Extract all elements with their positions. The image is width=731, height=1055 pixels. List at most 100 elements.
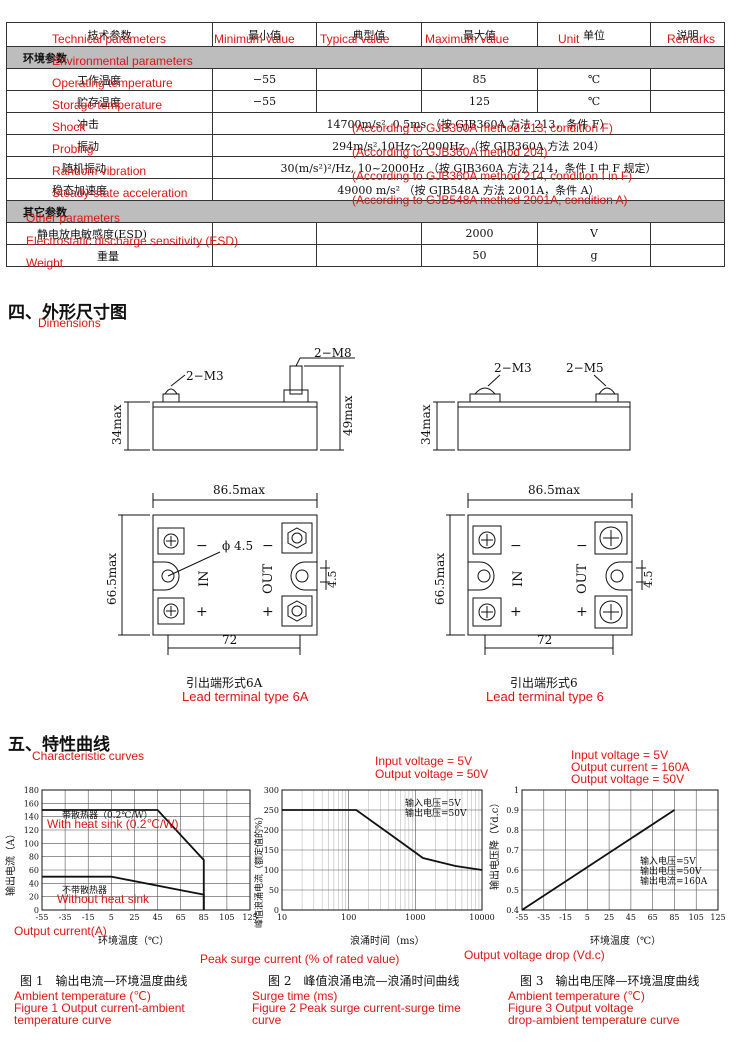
x-tick-label: 105	[219, 913, 234, 922]
series-line	[282, 809, 483, 871]
row-span-value: 49000 m/s² （按 GJB548A 方法 2001A，条件 A）	[212, 178, 725, 201]
x-tick-label: -55	[516, 913, 529, 922]
caption-line: curve	[252, 1013, 282, 1027]
row-max: 50	[421, 244, 538, 267]
fig2-caption: 图 2 峰值浪涌电流—浪涌时间曲线	[268, 974, 460, 988]
cond-line: Output voltage = 50V	[375, 767, 489, 781]
right-width-label: 86.5max	[528, 483, 580, 497]
plot-frame	[521, 789, 719, 911]
fig2-caption-en: Surge time (ms) Figure 2 Peak surge curr…	[252, 990, 461, 1026]
y-tick-label: 0.7	[506, 846, 519, 855]
left-width-label: 86.5max	[213, 483, 265, 497]
env-group-label: 环境参数	[6, 46, 725, 69]
y-tick-label: 150	[264, 846, 279, 855]
y-tick-label: 140	[24, 813, 39, 822]
row-max: 85	[421, 68, 538, 91]
left-screw1-label: 2−M3	[186, 369, 224, 383]
table-row: 贮存温度 −55 125 ℃	[6, 90, 725, 113]
x-tick-label: 45	[626, 913, 636, 922]
fig1-ylabel: 输出电流（A）	[4, 829, 17, 896]
right-plus-out: +	[576, 604, 588, 620]
y-tick-label: 160	[24, 799, 39, 808]
fig1-label-sink-en: With heat sink (0.2℃/W)	[47, 817, 179, 831]
series-line	[42, 875, 205, 910]
row-name: 贮存温度	[6, 90, 213, 113]
row-en: Operating temperature	[52, 76, 173, 90]
fig3-legend-3: 输出电流=160A	[640, 875, 708, 887]
fig2-xlabel: 浪涌时间（ms）	[350, 934, 425, 947]
y-tick-label: 200	[264, 826, 279, 835]
y-tick-label: 0	[34, 906, 39, 915]
x-tick-label: 10	[277, 913, 287, 922]
caption-line: Figure 3 Output voltage	[508, 1001, 634, 1015]
left-plus-out: +	[262, 604, 274, 620]
curves-title-en: Characteristic curves	[32, 749, 145, 763]
dimensions-title: 四、外形尺寸图	[8, 303, 127, 323]
row-name: 重量	[6, 244, 213, 267]
row-span-value: 14700m/s², 0.5ms （按 GJB360A 方法 213，条件 F）	[212, 112, 725, 135]
row-min: −55	[212, 90, 317, 113]
y-tick-label: 1	[514, 786, 519, 795]
caption-line: drop-ambient temperature curve	[508, 1013, 680, 1027]
y-tick-label: 0.9	[506, 806, 519, 815]
right-side-body	[457, 401, 631, 451]
env-group-en: Environmental parameters	[52, 54, 193, 68]
row-unit: ℃	[537, 90, 651, 113]
fig2-ylabel-en: Peak surge current (% of rated value)	[200, 952, 400, 966]
left-out-label: OUT	[261, 563, 276, 594]
caption-line: Surge time (ms)	[252, 989, 338, 1003]
x-tick-label: 65	[648, 913, 658, 922]
fig2-legend-2: 输出电压=50V	[405, 807, 467, 819]
right-caption-en: Lead terminal type 6	[486, 689, 604, 704]
fig3-ylabel-en: Output voltage drop (Vd.c)	[464, 948, 605, 962]
row-remark	[650, 222, 725, 245]
x-tick-label: 125	[710, 913, 725, 922]
dimensions-title-en: Dimensions	[38, 316, 101, 330]
fig3-legend-2: 输出电压=50V	[640, 865, 702, 877]
left-hole-label: ϕ 4.5	[222, 539, 253, 553]
row-remark	[650, 244, 725, 267]
header-cell: 最大值	[421, 22, 538, 47]
y-tick-label: 300	[264, 786, 279, 795]
y-tick-label: 100	[24, 839, 39, 848]
y-tick-label: 50	[269, 886, 279, 895]
row-en: Random vibration	[52, 164, 147, 178]
right-depth-label: 66.5max	[433, 553, 447, 605]
row-unit: V	[537, 222, 651, 245]
left-plus-in: +	[196, 604, 208, 620]
right-in-label: IN	[511, 570, 526, 587]
right-slot-label: 4.5	[642, 571, 655, 589]
right-out-label: OUT	[575, 563, 590, 594]
row-name: 随机振动	[6, 156, 213, 179]
x-tick-label: 5	[585, 913, 590, 922]
fig3-legend-1: 输入电压=5V	[640, 855, 696, 867]
right-screw1-label: 2−M3	[494, 361, 532, 375]
row-en: Shock	[52, 120, 86, 134]
y-tick-label: 0.8	[506, 826, 519, 835]
right-top-body	[467, 514, 633, 636]
y-tick-label: 0.4	[506, 906, 519, 915]
spec-table: 技术参数 最小值 典型值 最大值 单位 说明 环境参数 工作温度 −55 85 …	[6, 22, 725, 267]
left-height2-label: 49max	[341, 395, 355, 436]
y-tick-label: 0.6	[506, 866, 519, 875]
row-min: −55	[212, 68, 317, 91]
row-en: Probing	[52, 142, 94, 156]
row-note-en: (According to GJB360A method 213, condit…	[352, 121, 613, 135]
y-tick-label: 180	[24, 786, 39, 795]
row-en: Steady-state acceleration	[52, 186, 188, 200]
caption-line: Ambient temperature (℃)	[14, 989, 151, 1003]
x-tick-label: 1000	[405, 913, 425, 922]
right-screw2-label: 2−M5	[566, 361, 604, 375]
row-en: Storage temperature	[52, 98, 163, 112]
curves-title: 五、特性曲线	[8, 735, 110, 755]
fig3-cond-en: Input voltage = 5V Output current = 160A…	[571, 749, 689, 785]
x-tick-label: 125	[242, 913, 257, 922]
right-plus-in: +	[510, 604, 522, 620]
x-tick-label: -55	[36, 913, 49, 922]
x-tick-label: 25	[604, 913, 614, 922]
y-tick-label: 80	[29, 853, 39, 862]
row-en: Electrostatic discharge sensitivity (ESD…	[26, 234, 239, 248]
fig3-xlabel: 环境温度（℃）	[590, 934, 661, 947]
